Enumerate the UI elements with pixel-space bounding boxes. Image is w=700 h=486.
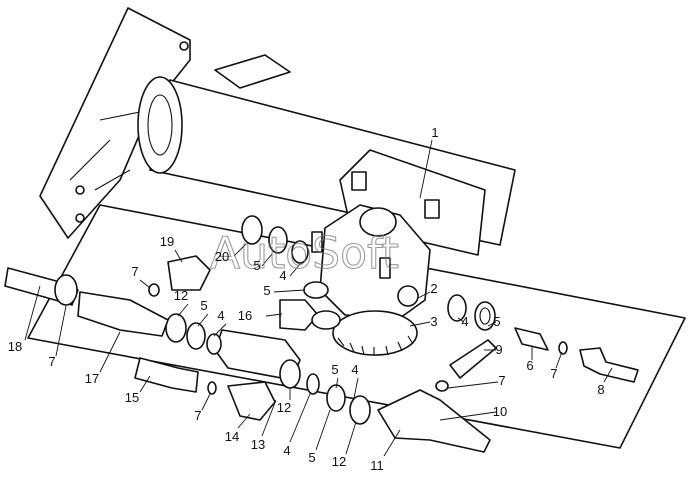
o-ring-small: [207, 381, 217, 395]
washer-5: [186, 322, 206, 350]
gear-teeth: [337, 335, 414, 356]
callout-number: 12: [277, 400, 291, 415]
nut-12: [349, 395, 371, 425]
callout-number: 4: [217, 308, 224, 323]
callout-number: 11: [370, 458, 384, 473]
nut-20: [241, 215, 263, 245]
callout-number: 18: [8, 339, 22, 354]
cross-tube-end: [137, 76, 183, 174]
callout-number: 4: [351, 362, 358, 377]
callout-number: 3: [430, 314, 437, 329]
bracket-bolt-hole: [179, 41, 189, 51]
callout-number: 5: [493, 314, 500, 329]
callout-number: 7: [48, 354, 55, 369]
callout-number: 20: [215, 249, 229, 264]
callout-number: 5: [263, 283, 270, 298]
callout-number: 7: [498, 373, 505, 388]
callout-number: 4: [279, 268, 286, 283]
port-outlet: [397, 285, 419, 307]
callout-number: 13: [251, 437, 265, 452]
callout-number: 12: [174, 288, 188, 303]
callout-number: 10: [493, 404, 507, 419]
o-ring-small: [558, 341, 568, 355]
fittings: [4, 215, 639, 453]
callout-number: 1: [431, 125, 438, 140]
callout-number: 4: [461, 314, 468, 329]
callout-number: 7: [550, 366, 557, 381]
fitting-16: [279, 299, 319, 331]
bolt-stud: [311, 231, 323, 253]
nipple-9: [449, 339, 497, 379]
washer-5: [311, 310, 341, 330]
bolt-stud: [379, 257, 391, 279]
callout-number: 14: [225, 429, 239, 444]
callout-number: 4: [283, 443, 290, 458]
o-ring-4: [306, 373, 320, 395]
o-ring-4: [291, 240, 309, 264]
callout-number: 7: [131, 264, 138, 279]
watermark-text: AutoSoft: [210, 228, 399, 279]
callout-number: 15: [125, 390, 139, 405]
valve-block: [311, 204, 431, 356]
leader-lines: [24, 139, 613, 457]
callout-number: 16: [238, 308, 252, 323]
washer-hole: [479, 307, 491, 325]
nut-12: [165, 313, 187, 343]
callout-number: 5: [253, 258, 260, 273]
pipe-nut-8: [579, 347, 639, 383]
nipple-15: [134, 357, 199, 393]
top-plate: [214, 54, 291, 89]
bracket-bolt-hole: [75, 213, 85, 223]
o-ring-small: [435, 380, 449, 392]
callout-number: 5: [200, 298, 207, 313]
callout-number: 2: [430, 281, 437, 296]
washer-5: [326, 384, 346, 412]
washer: [474, 301, 496, 331]
callout-number: 5: [308, 450, 315, 465]
o-ring-5: [303, 281, 329, 299]
o-ring-4: [206, 333, 222, 355]
gear-ring: [332, 310, 418, 356]
cross-tube-bore: [147, 94, 173, 156]
fitting-6: [514, 327, 549, 351]
valve-top-boss: [359, 207, 397, 237]
o-ring-small: [148, 283, 160, 297]
elbow-fitting-11: [377, 389, 491, 453]
bracket-stud: [351, 171, 367, 191]
callout-number: 9: [495, 342, 502, 357]
o-ring: [447, 294, 467, 322]
callout-number: 8: [597, 382, 604, 397]
nut-19: [167, 255, 211, 291]
nut-7: [54, 274, 78, 306]
callout-number: 7: [194, 408, 201, 423]
callout-number: 6: [526, 358, 533, 373]
washer-5: [268, 226, 288, 254]
callout-number: 19: [160, 234, 174, 249]
bracket-stud: [424, 199, 440, 219]
callout-number: 12: [332, 454, 346, 469]
callout-number: 5: [331, 362, 338, 377]
tee-fitting-17: [77, 291, 169, 337]
elbow-14: [227, 381, 276, 421]
nut-12: [279, 359, 301, 389]
bracket-bolt-hole: [75, 185, 85, 195]
callout-number: 17: [85, 371, 99, 386]
